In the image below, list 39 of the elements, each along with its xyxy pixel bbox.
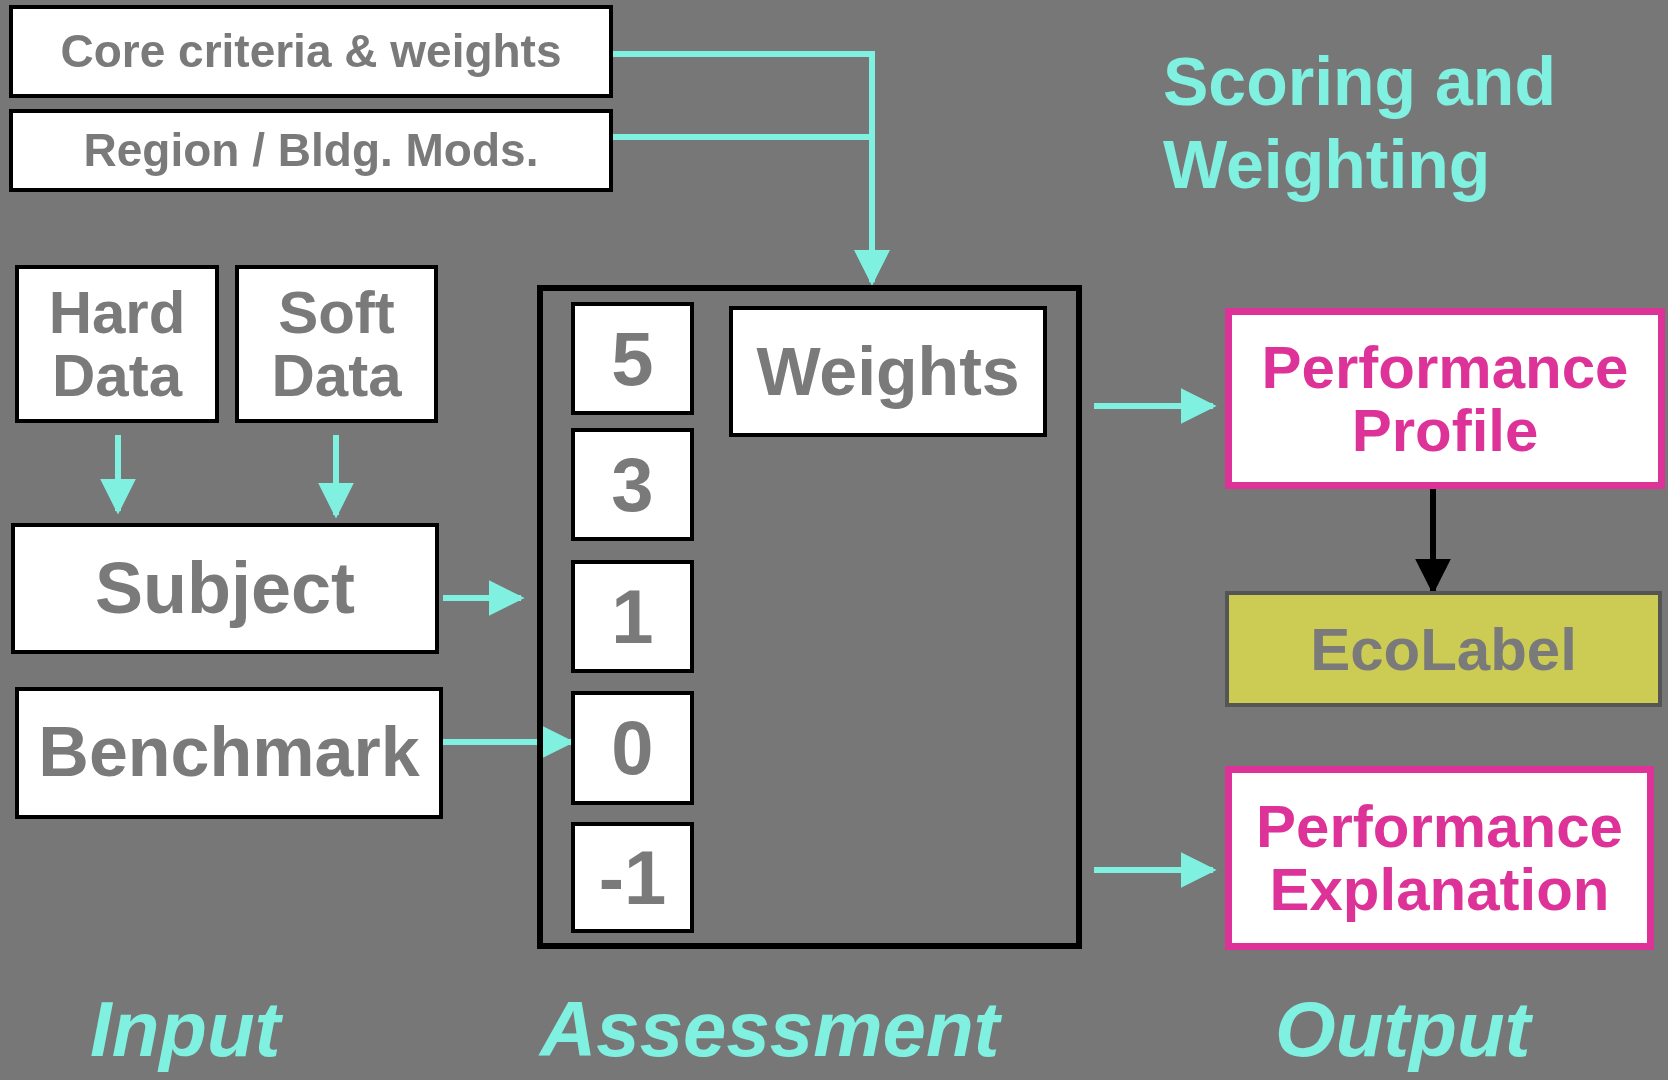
box-text: EcoLabel: [1310, 617, 1577, 681]
score-box: [571, 428, 694, 541]
input-box: [11, 523, 439, 654]
box-text: Region / Bldg. Mods.: [83, 126, 539, 175]
score-box: [571, 691, 694, 805]
input-box: [235, 265, 438, 423]
input-box: [15, 687, 443, 819]
box-text: Soft Data: [270, 281, 403, 407]
box-text: Core criteria & weights: [60, 27, 562, 76]
box-text: Weights: [756, 335, 1020, 408]
output-box: [1225, 766, 1654, 950]
arrow: [613, 134, 890, 286]
box-text: 0: [611, 708, 654, 788]
box-text: 3: [611, 444, 654, 525]
box-text: Performance Profile: [1260, 335, 1630, 462]
input-box: [9, 5, 613, 98]
label-box: [1225, 591, 1662, 707]
box-text: Subject: [94, 550, 356, 627]
score-box: [571, 302, 694, 415]
assessment-frame: [537, 285, 1082, 949]
column-heading: Assessment: [540, 990, 1000, 1068]
arrow: [1094, 388, 1217, 424]
arrow: [1094, 852, 1217, 888]
box-text: 5: [611, 318, 654, 399]
arrow: [318, 435, 354, 519]
title: Scoring and Weighting: [1163, 42, 1557, 204]
box-text: Hard Data: [47, 281, 187, 407]
box-text: -1: [598, 837, 667, 918]
box-text: Performance Explanation: [1255, 795, 1624, 921]
input-box: [729, 306, 1047, 437]
box-text: 1: [611, 576, 654, 657]
box-text: Benchmark: [38, 716, 420, 790]
output-box: [1225, 308, 1665, 489]
arrow: [100, 435, 136, 515]
input-box: [9, 109, 613, 192]
arrow: [443, 580, 525, 616]
score-box: [571, 560, 694, 673]
input-box: [15, 265, 219, 423]
score-box: [571, 822, 694, 933]
